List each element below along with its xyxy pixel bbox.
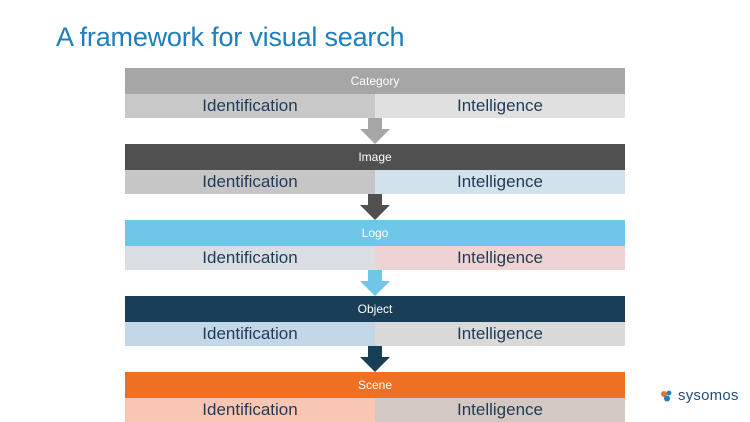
identification-cell: Identification [125, 322, 375, 346]
intelligence-cell: Intelligence [375, 170, 625, 194]
level-header: Logo [125, 220, 625, 246]
identification-cell: Identification [125, 170, 375, 194]
down-arrow-icon [360, 270, 390, 296]
down-arrow [125, 270, 625, 296]
page-title: A framework for visual search [56, 22, 405, 52]
down-arrow [125, 194, 625, 220]
intelligence-cell: Intelligence [375, 322, 625, 346]
intelligence-cell: Intelligence [375, 246, 625, 270]
level-image: Image Identification Intelligence [125, 144, 625, 220]
brand-logo: sysomos [660, 387, 739, 404]
down-arrow [125, 118, 625, 144]
identification-cell: Identification [125, 94, 375, 118]
intelligence-cell: Intelligence [375, 398, 625, 422]
level-split: Identification Intelligence [125, 398, 625, 422]
sysomos-logo-icon [661, 390, 672, 401]
framework-stack: Category Identification Intelligence Ima… [125, 68, 625, 422]
down-arrow-icon [360, 346, 390, 372]
brand-name: sysomos [678, 387, 739, 404]
level-header: Object [125, 296, 625, 322]
identification-cell: Identification [125, 246, 375, 270]
level-header: Category [125, 68, 625, 94]
level-header: Image [125, 144, 625, 170]
identification-cell: Identification [125, 398, 375, 422]
down-arrow-icon [360, 194, 390, 220]
level-split: Identification Intelligence [125, 94, 625, 118]
level-category: Category Identification Intelligence [125, 68, 625, 144]
intelligence-cell: Intelligence [375, 94, 625, 118]
level-object: Object Identification Intelligence [125, 296, 625, 372]
level-header: Scene [125, 372, 625, 398]
level-split: Identification Intelligence [125, 246, 625, 270]
level-split: Identification Intelligence [125, 170, 625, 194]
level-scene: Scene Identification Intelligence [125, 372, 625, 422]
down-arrow-icon [360, 118, 390, 144]
level-logo: Logo Identification Intelligence [125, 220, 625, 296]
down-arrow [125, 346, 625, 372]
level-split: Identification Intelligence [125, 322, 625, 346]
